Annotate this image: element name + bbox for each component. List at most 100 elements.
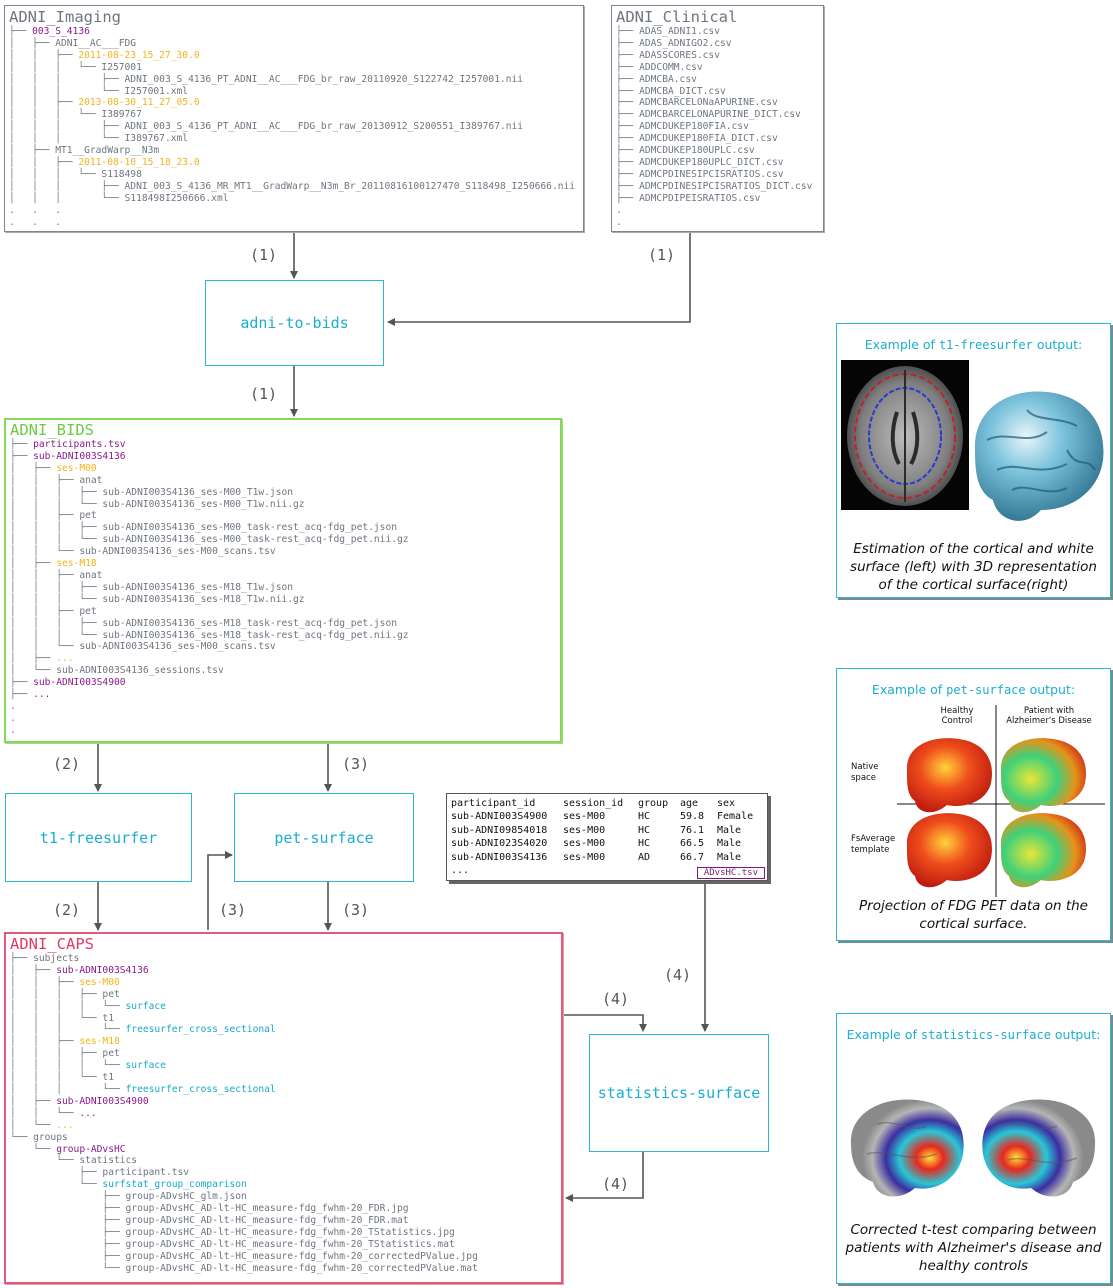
adni-bids-tree: ADNI_BIDS ├── participants.tsv├── sub-AD… — [4, 418, 562, 743]
step-label-1b: (1) — [648, 246, 676, 264]
tree-line: └── group-ADvsHC_AD-lt-HC_measure-fdg_fw… — [10, 1262, 478, 1274]
tree-node-label: group-ADvsHC_AD-lt-HC_measure-fdg_fwhm-2… — [125, 1250, 478, 1262]
process-pet-surface[interactable]: pet-surface — [234, 793, 414, 882]
tsv-cell: sub-ADNI09854018 — [451, 824, 548, 836]
tree-node-label: ADNI_003_S_4136_PT_ADNI__AC___FDG_br_raw… — [124, 73, 524, 85]
step-label-2b: (2) — [53, 901, 81, 919]
tsv-cell: 66.5 — [680, 838, 705, 850]
tsv-cell: sub-ADNI023S4020 — [451, 838, 548, 850]
tree-line: ├── participant.tsv — [10, 1167, 190, 1179]
tree-node-label: sub-ADNI003S4136_ses-M00_scans.tsv — [79, 641, 276, 653]
tree-node-label: ADMCPDINESIPCISRATIOS_DICT.csv — [639, 180, 813, 192]
tree-line: │ │ ├── anat — [10, 474, 103, 486]
pet-panel-caption: Projection of FDG PET data on the cortic… — [859, 898, 1088, 932]
tree-node-label: ADMCBARCELONaAPURINE.csv — [639, 97, 778, 109]
step-label-2a: (2) — [53, 755, 81, 773]
tree-node-label: group-ADvsHC_AD-lt-HC_measure-fdg_fwhm-2… — [125, 1203, 409, 1215]
process-adni-to-bids[interactable]: adni-to-bids — [205, 280, 384, 366]
process-t1-freesurfer[interactable]: t1-freesurfer — [5, 793, 192, 882]
step-label-3b: (3) — [219, 901, 247, 919]
tree-line: │ │ │ ├── sub-ADNI003S4136_ses-M00_T1w.j… — [10, 486, 294, 498]
tree-node-label: 2011-08-10_15_18_23.0 — [78, 156, 200, 168]
tree-node-label: sub-ADNI003S4136_ses-M00_T1w.nii.gz — [102, 498, 305, 510]
adni-clinical-lines: ├── ADAS_ADNI1.csv├── ADAS_ADNIGO2.csv├─… — [616, 26, 823, 228]
tree-node-label: sub-ADNI003S4136_ses-M18_T1w.nii.gz — [102, 593, 305, 605]
tree-line: ├── group-ADvsHC_AD-lt-HC_measure-fdg_fw… — [10, 1238, 455, 1250]
tree-node-label: ses-M18 — [56, 558, 97, 570]
tree-node-label: pet — [102, 1048, 120, 1060]
tree-line: └── surfstat_group_comparison — [10, 1179, 247, 1191]
step-label-4b: (4) — [602, 990, 630, 1008]
tree-node-label: pet — [102, 988, 120, 1000]
pet-panel-title: Example of pet-surface output: — [871, 682, 1076, 697]
tree-line: │ │ │ ├── sub-ADNI003S4136_ses-M18_task-… — [10, 617, 397, 629]
process-statistics-surface-label: statistics-surface — [597, 1084, 761, 1102]
adni-caps-tree: ADNI_CAPS ├── subjects│ ├── sub-ADNI003S… — [4, 932, 563, 1284]
tsv-cell: ses-M00 — [563, 811, 606, 823]
tree-line: └── groups — [10, 1131, 68, 1143]
tree-node-label: group-ADvsHC_AD-lt-HC_measure-fdg_fwhm-2… — [125, 1262, 478, 1274]
tsv-header-row: participant_id session_id group age sex — [451, 797, 753, 811]
tree-node-label: ADNI__AC___FDG — [55, 37, 137, 49]
tree-line: │ │ │ ├── ADNI_003_S_4136_PT_ADNI__AC___… — [9, 121, 524, 133]
process-adni-to-bids-label: adni-to-bids — [240, 314, 349, 332]
tree-node-label: ADMCDUKEP180FIA_DICT.csv — [639, 133, 778, 145]
tree-node-label: ADASSCORES.csv — [639, 49, 720, 61]
tree-node-label: subjects — [33, 953, 80, 964]
tree-line: ├── ADMCBA_DICT.csv — [616, 85, 726, 97]
tree-node-label: ADNI_003_S_4136_PT_ADNI__AC___FDG_br_raw… — [124, 121, 524, 133]
tree-line: ├── subjects — [10, 953, 80, 964]
tree-node-label: anat — [79, 569, 103, 581]
process-statistics-surface[interactable]: statistics-surface — [589, 1034, 769, 1152]
tree-line: │ │ ├── ses-M18 — [10, 1036, 120, 1048]
tree-node-label: sub-ADNI003S4136_ses-M18_task-rest_acq-f… — [102, 629, 409, 641]
tree-line: │ │ │ ├── sub-ADNI003S4136_ses-M18_T1w.j… — [10, 581, 294, 593]
tree-node-label: . — [10, 712, 16, 724]
tree-node-label: ADNI_003_S_4136_MR_MT1__GradWarp__N3m_Br… — [124, 180, 576, 192]
tree-node-label: pet — [79, 510, 97, 522]
tree-line: │ │ │ └── freesurfer_cross_sectional — [10, 1083, 276, 1095]
tsv-cell: 59.8 — [680, 811, 705, 823]
tree-node-label: surface — [125, 1060, 166, 1072]
tree-line: └── statistics — [10, 1155, 138, 1167]
tsv-header: age — [680, 797, 699, 809]
adni-clinical-tree: ADNI_Clinical ├── ADAS_ADNI1.csv├── ADAS… — [611, 5, 824, 232]
step-label-4a: (4) — [664, 966, 692, 984]
tree-node-label: surfstat_group_comparison — [102, 1179, 247, 1191]
tree-line: │ ├── sub-ADNI003S4136 — [10, 964, 149, 976]
tsv-header: session_id — [563, 797, 624, 809]
tree-line: . . . — [9, 217, 583, 229]
tree-node-label: group-ADvsHC_AD-lt-HC_measure-fdg_fwhm-2… — [125, 1214, 409, 1226]
tree-line: │ │ ├── pet — [10, 605, 97, 617]
tree-node-label: ADAS_ADNIGO2.csv — [639, 37, 732, 49]
tree-node-label: sub-ADNI003S4136_ses-M18_T1w.json — [102, 581, 294, 593]
tree-node-label: ... — [79, 1107, 97, 1119]
adni-clinical-title: ADNI_Clinical — [616, 8, 738, 26]
statistics-surface-brains-image — [850, 1099, 1096, 1197]
tree-line: │ │ ├── 2011-08-23_15_27_30.0 — [9, 49, 200, 61]
tree-line: │ │ │ └── I257001.xml — [9, 85, 189, 97]
arrow-caps-to-petsurface — [207, 851, 233, 930]
tsv-cell: Male — [717, 838, 742, 850]
tree-line: . — [616, 205, 823, 217]
tree-line: ├── ADMCDUKEP180UPLC_DICT.csv — [616, 156, 784, 168]
tree-line: │ │ │ ├── pet — [10, 988, 120, 1000]
tsv-cell: Male — [717, 824, 742, 836]
tree-node-label: . — [616, 216, 622, 228]
tree-node-label: . — [10, 724, 16, 736]
tree-line: │ │ └── sub-ADNI003S4136_ses-M00_scans.t… — [10, 641, 276, 653]
tree-node-label: 2011-08-23_15_27_30.0 — [78, 49, 200, 61]
tree-line: │ │ │ └── sub-ADNI003S4136_ses-M00_T1w.n… — [10, 498, 305, 510]
tsv-header: group — [638, 797, 669, 809]
tree-line: │ │ │ └── I389767 — [9, 109, 142, 121]
tsv-cell: Male — [717, 851, 742, 863]
tsv-cell: ses-M00 — [563, 824, 606, 836]
table-row: sub-ADNI023S4020 ses-M00 HC 66.5 Male — [451, 838, 753, 852]
tree-line: │ ├── ses-M00 — [10, 462, 97, 474]
tree-node-label: 2013-08-30_11_27_05.0 — [78, 97, 200, 109]
